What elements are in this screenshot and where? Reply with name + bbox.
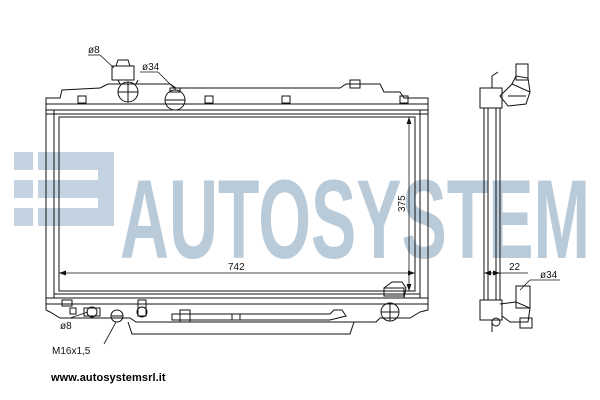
threaded-plug xyxy=(110,309,124,323)
drain-diameter-label: ø8 xyxy=(60,321,72,332)
watermark-text: AUTOSYSTEM xyxy=(120,157,590,282)
radiator-side-view xyxy=(479,63,533,332)
filler-neck-label: ø8 xyxy=(88,45,100,56)
drain-plug xyxy=(83,306,101,318)
side-dimensions xyxy=(484,266,560,291)
side-filler-neck xyxy=(499,63,531,107)
bottom-sensor xyxy=(136,299,148,318)
width-dimension-label: 742 xyxy=(228,262,245,273)
height-dimension-label: 375 xyxy=(397,195,408,212)
bottom-tank xyxy=(45,297,429,323)
upper-inlet xyxy=(164,87,186,111)
watermark: AUTOSYSTEM xyxy=(14,152,590,282)
thread-size-label: M16x1,5 xyxy=(52,346,91,357)
outlet-diameter-label: ø34 xyxy=(540,270,558,281)
radiator-front-view xyxy=(45,59,429,335)
inlet-diameter-label: ø34 xyxy=(142,62,160,73)
watermark-logo-icon xyxy=(14,152,114,226)
front-dimensions xyxy=(59,54,415,345)
website-link[interactable]: www.autosystemsrl.it xyxy=(51,372,166,384)
filler-neck xyxy=(111,59,139,103)
side-lower-outlet xyxy=(491,285,533,332)
top-tank xyxy=(45,83,429,111)
lower-outlet xyxy=(380,281,407,322)
depth-dimension-label: 22 xyxy=(509,262,521,273)
